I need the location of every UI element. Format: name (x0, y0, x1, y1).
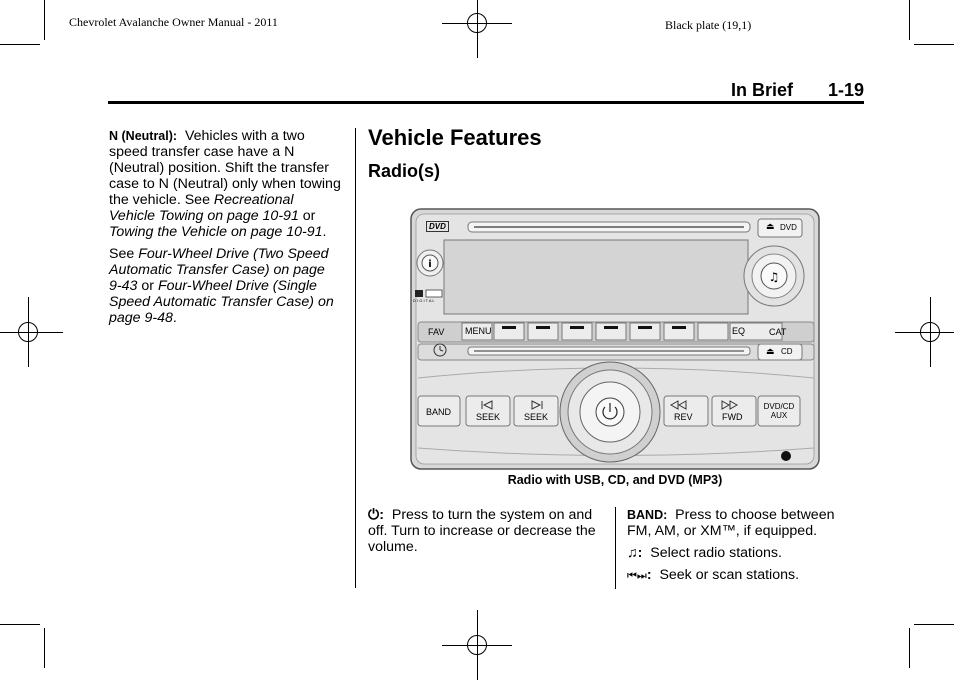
power-text: Press to turn the system on and off. Tur… (368, 507, 596, 555)
crop-mark (44, 0, 45, 40)
section-subtitle: Radio(s) (368, 161, 440, 181)
crop-mark (0, 624, 40, 625)
header-rule (108, 101, 864, 104)
seek-back-button[interactable]: SEEK (476, 412, 501, 422)
see-text: See (109, 246, 135, 262)
registration-mark (895, 297, 954, 367)
crop-mark (44, 628, 45, 668)
svg-text:♫: ♫ (769, 270, 780, 284)
neutral-paragraph: N (Neutral): Vehicles with a two speed t… (109, 128, 341, 240)
radio-faceplate: i ♫ (410, 208, 820, 470)
colon: : (637, 545, 643, 561)
eq-button[interactable]: EQ (732, 326, 746, 336)
neutral-term: N (Neutral): (109, 129, 178, 143)
cd-eject-icon: ⏏ (766, 346, 775, 356)
column-divider (355, 128, 356, 588)
column-divider (615, 507, 616, 589)
figure-caption: Radio with USB, CD, and DVD (MP3) (507, 473, 723, 487)
registration-mark (442, 610, 512, 680)
power-icon: ⏻ (368, 507, 380, 523)
crop-mark (914, 624, 954, 625)
crop-mark (914, 44, 954, 45)
plate-label: Black plate (19,1) (665, 18, 752, 32)
period: . (322, 224, 327, 240)
ref-link[interactable]: Recreational Vehicle Towing on page 10-9… (109, 192, 299, 224)
period: . (172, 310, 177, 326)
band-term: BAND: (627, 508, 668, 522)
band-description: BAND: Press to choose between FM, AM, or… (627, 507, 859, 539)
band-text: Press to choose between FM, AM, or XM™, … (627, 507, 835, 539)
cat-button[interactable]: CAT (769, 327, 787, 337)
digital-label: D I G I T A L (413, 298, 435, 303)
fav-button[interactable]: FAV (428, 327, 445, 337)
see-paragraph: See Four-Wheel Drive (Two Speed Automati… (109, 246, 341, 326)
fwd-button[interactable]: FWD (722, 412, 743, 422)
seek-text: Seek or scan stations. (659, 567, 800, 583)
right-descriptions: BAND: Press to choose between FM, AM, or… (627, 507, 859, 590)
dvd-logo: DVD (426, 221, 449, 232)
eject-icon: ⏏ (766, 221, 775, 231)
dvdcd-button[interactable]: DVD/CD (763, 402, 795, 411)
cd-eject-label[interactable]: CD (781, 347, 793, 356)
colon: : (646, 567, 652, 583)
or-text: or (302, 208, 316, 224)
music-text: Select radio stations. (650, 545, 782, 561)
ref-link[interactable]: Four-Wheel Drive (Single Speed Automatic… (109, 278, 334, 326)
section-title: In Brief (731, 80, 794, 100)
dvd-eject-label[interactable]: DVD (780, 223, 797, 232)
manual-title: Chevrolet Avalanche Owner Manual - 2011 (69, 15, 278, 29)
ref-link[interactable]: Towing the Vehicle on page 10-91 (109, 224, 323, 240)
rev-button[interactable]: REV (674, 412, 693, 422)
music-description: ♫: Select radio stations. (627, 545, 859, 561)
page-title: Vehicle Features (368, 125, 542, 150)
page-number: 1-19 (828, 80, 865, 100)
music-note-icon: ♫ (627, 545, 638, 561)
registration-mark (0, 297, 63, 367)
colon: : (379, 507, 384, 523)
seek-icon: ⏮⏭ (627, 570, 647, 582)
crop-mark (909, 628, 910, 668)
ref-link[interactable]: Four-Wheel Drive (Two Speed Automatic Tr… (109, 246, 329, 294)
power-description: ⏻: Press to turn the system on and off. … (368, 507, 598, 555)
or-text: or (141, 278, 154, 294)
crop-mark (0, 44, 40, 45)
menu-button[interactable]: MENU (465, 326, 492, 336)
registration-mark (442, 0, 512, 58)
band-button[interactable]: BAND (426, 407, 452, 417)
seek-forward-button[interactable]: SEEK (524, 412, 549, 422)
svg-text:i: i (428, 259, 431, 270)
left-column: N (Neutral): Vehicles with a two speed t… (109, 128, 341, 332)
neutral-text: Vehicles with a two speed transfer case … (109, 128, 341, 208)
crop-mark (909, 0, 910, 40)
aux-label: AUX (770, 411, 788, 420)
radio-illustration: i ♫ (410, 208, 820, 470)
seek-description: ⏮⏭: Seek or scan stations. (627, 567, 859, 584)
